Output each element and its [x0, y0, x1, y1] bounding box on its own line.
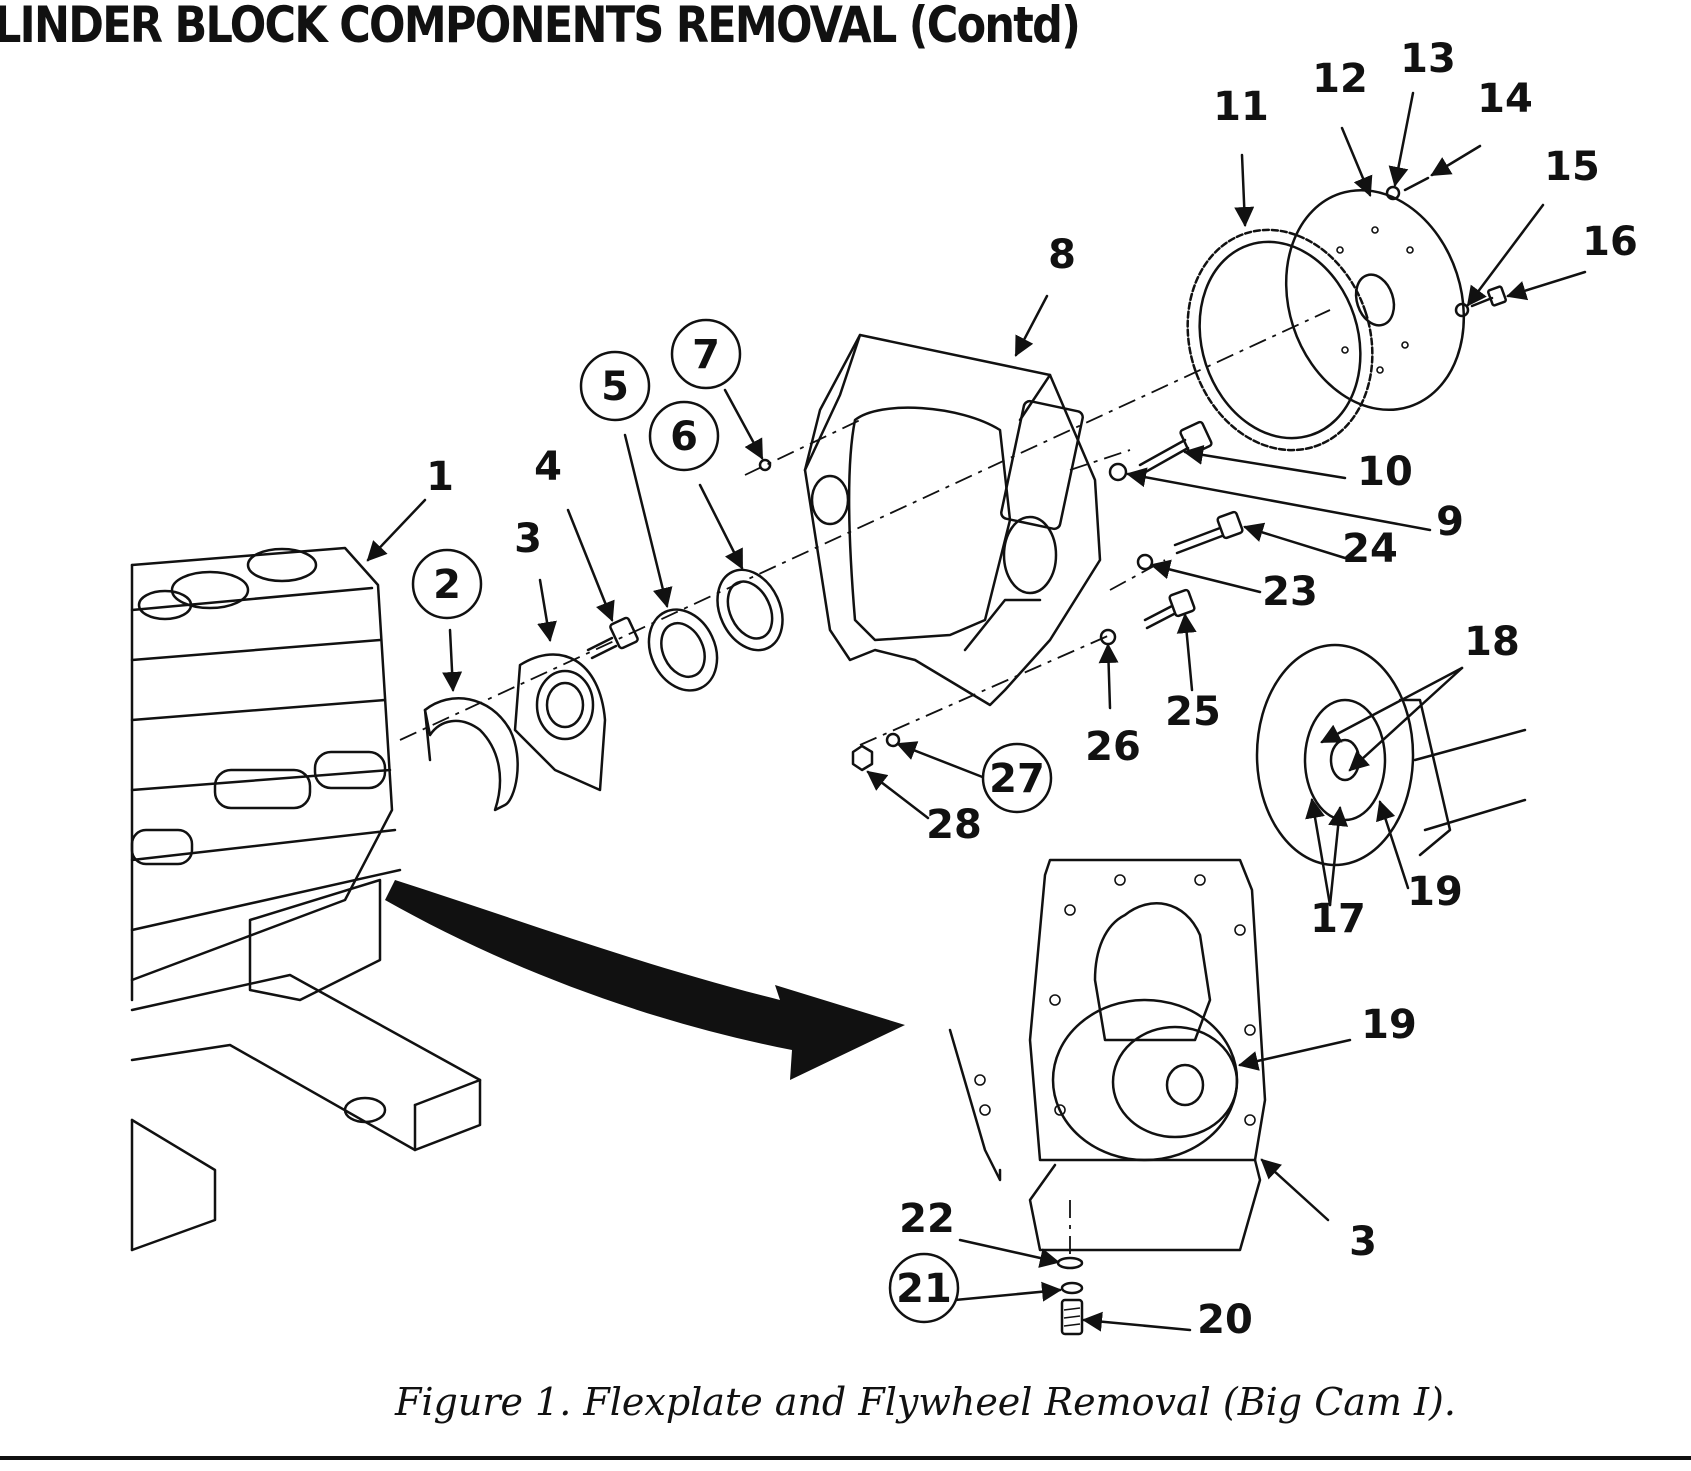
page-heading: LINDER BLOCK COMPONENTS REMOVAL (Contd) — [0, 0, 1081, 54]
callout-circle-6 — [648, 400, 720, 472]
rear-seal-illustration — [647, 608, 719, 692]
callout-label-11: 11 — [1213, 84, 1269, 130]
callout-label-10: 10 — [1357, 449, 1413, 495]
callout-label-16: 16 — [1582, 219, 1638, 265]
ring-gear-illustration — [1186, 228, 1374, 452]
flexplate-illustration — [1284, 188, 1466, 412]
callout-label-27: 27 — [989, 756, 1045, 802]
callout-label-15: 15 — [1544, 144, 1600, 190]
wear-sleeve-illustration — [716, 568, 784, 652]
nut-28-illustration — [851, 744, 874, 772]
callout-label-22: 22 — [899, 1196, 955, 1242]
callout-label-14: 14 — [1477, 76, 1533, 122]
callout-label-7: 7 — [692, 332, 720, 378]
callout-label-18: 18 — [1464, 619, 1520, 665]
seal-carrier-half-illustration — [423, 697, 519, 812]
callout-label-8: 8 — [1048, 232, 1076, 278]
flywheel-housing-illustration — [803, 333, 1102, 707]
capscrew-10-illustration — [1138, 420, 1213, 476]
callout-label-21: 21 — [896, 1266, 952, 1312]
callout-label-26: 26 — [1085, 724, 1141, 770]
callout-label-3: 3 — [514, 516, 542, 562]
callout-label-13: 13 — [1400, 36, 1456, 82]
washer-26-illustration — [1099, 628, 1117, 646]
callout-label-1: 1 — [426, 454, 454, 500]
rear-seal-housing-illustration — [513, 653, 607, 792]
callout-label-17: 17 — [1310, 896, 1366, 942]
callout-label-19: 19 — [1407, 869, 1463, 915]
cylinder-block-illustration — [130, 546, 482, 1252]
washer-27-illustration — [885, 732, 901, 748]
callout-label-2: 2 — [433, 562, 461, 608]
dowel-illustration — [758, 458, 772, 472]
callout-label-3: 3 — [1349, 1219, 1377, 1265]
leader-arrows — [366, 91, 1587, 1332]
callout-circle-2 — [411, 548, 483, 620]
washer-23-illustration — [1136, 553, 1154, 571]
screw-14-illustration — [1403, 176, 1430, 192]
view-arrow — [385, 880, 905, 1080]
callout-label-19: 19 — [1361, 1002, 1417, 1048]
screw-16-illustration — [1470, 285, 1508, 308]
callout-circle-27 — [981, 742, 1053, 814]
callout-circle-21 — [888, 1252, 960, 1324]
callout-label-24: 24 — [1342, 526, 1398, 572]
rear-view-inset-illustration — [948, 858, 1267, 1252]
callout-label-4: 4 — [534, 444, 562, 490]
callout-circle-5 — [579, 350, 651, 422]
lock-washer-9-illustration — [1108, 462, 1128, 482]
capscrew-25-illustration — [1143, 588, 1196, 630]
bottom-rule — [0, 1456, 1691, 1460]
callout-label-23: 23 — [1262, 569, 1318, 615]
washer-13-illustration — [1385, 185, 1401, 201]
callout-label-25: 25 — [1165, 689, 1221, 735]
capscrew-24-illustration — [1173, 510, 1244, 555]
washer-15-illustration — [1454, 302, 1470, 318]
callout-label-5: 5 — [601, 364, 629, 410]
callout-circle-7 — [670, 318, 742, 390]
capscrew-illustration — [586, 616, 639, 660]
callout-label-9: 9 — [1436, 499, 1464, 545]
callout-label-6: 6 — [670, 414, 698, 460]
drain-fastener-stack-illustration — [1056, 1256, 1084, 1336]
callout-label-12: 12 — [1312, 56, 1368, 102]
callout-label-20: 20 — [1197, 1297, 1253, 1343]
figure-caption: Figure 1. Flexplate and Flywheel Removal… — [395, 1380, 1456, 1424]
callout-label-28: 28 — [926, 802, 982, 848]
